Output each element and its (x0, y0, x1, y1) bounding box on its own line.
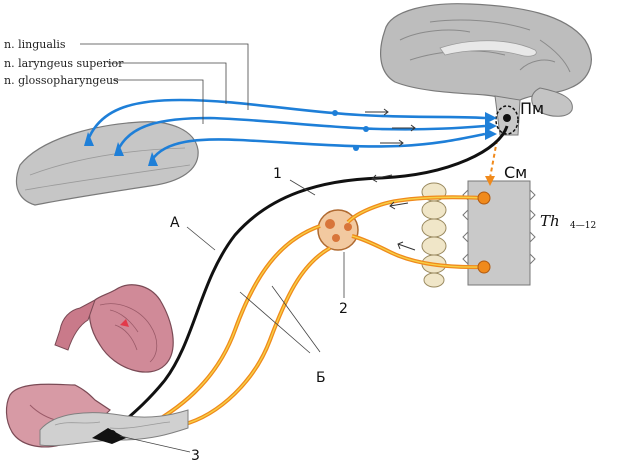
ganglion-node-icon (353, 145, 359, 151)
sympathetic-arrows (389, 201, 416, 251)
sympathetic-chain (421, 182, 447, 288)
direction-arrows (365, 108, 416, 147)
ganglion-node-icon (332, 110, 338, 116)
tongue-illustration (15, 121, 199, 206)
label-pm: Пм (520, 99, 544, 118)
pancreas-illustration (39, 409, 189, 447)
label-2: 2 (339, 301, 348, 317)
intramural-ganglion (92, 428, 126, 444)
laryngeal-nerve-fiber (116, 116, 486, 151)
vagus-arrow (371, 174, 393, 183)
brain-illustration (380, 3, 592, 136)
stomach-illustration (5, 284, 174, 448)
lingual-arrowhead-icon (84, 132, 94, 146)
label-n-lingualis: n. lingualis (4, 38, 66, 51)
glosso-arrowhead-icon (148, 152, 158, 166)
neuron-body-icon (477, 260, 491, 274)
glossopharyngeal-nerve-fiber (150, 132, 486, 161)
afferent-fibers (86, 98, 486, 161)
sympathetic-fibers (148, 195, 484, 427)
label-n-laryngeus-superior: n. laryngeus superior (4, 57, 124, 70)
ganglion-node-icon (363, 126, 369, 132)
label-1: 1 (273, 166, 282, 182)
label-n-glossopharyngeus: n. glossopharyngeus (4, 74, 119, 87)
vagus-nerve (110, 125, 509, 434)
neuron-body-icon (477, 191, 491, 205)
afferent-arrowheads (84, 110, 497, 166)
descending-arrow-icon (485, 176, 495, 186)
label-th-range: 4—12 (570, 221, 596, 231)
pm-nucleus-marker (495, 105, 519, 135)
leader-lines (80, 43, 345, 453)
label-th: Th (540, 212, 560, 230)
label-b: Б (316, 370, 326, 386)
laryngeal-arrowhead-icon (114, 142, 124, 156)
label-a: А (170, 215, 180, 231)
label-3: 3 (191, 448, 200, 464)
label-sm: См (504, 163, 527, 182)
celiac-ganglion (317, 209, 359, 251)
lingual-nerve-fiber (86, 98, 486, 141)
